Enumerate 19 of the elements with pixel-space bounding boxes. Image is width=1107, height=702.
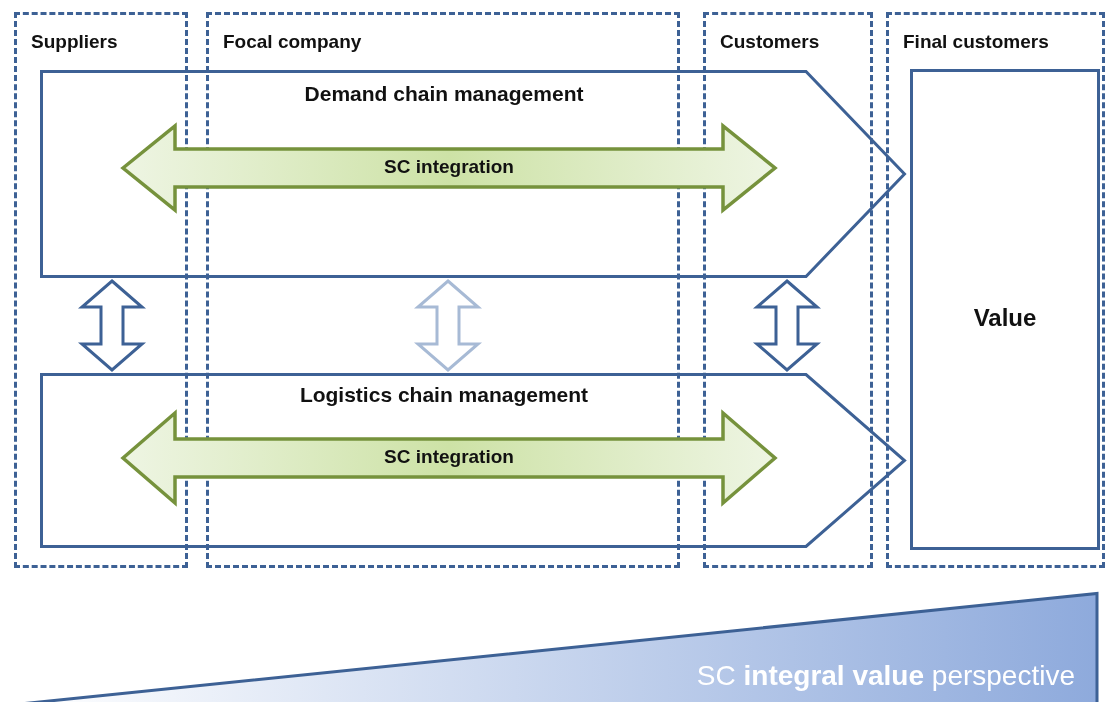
dashed-region	[886, 12, 1105, 568]
double-arrow-connector	[752, 279, 822, 372]
wedge-caption: SC integral value perspective	[696, 660, 1075, 692]
value-box	[910, 69, 1100, 550]
double-arrow	[120, 122, 778, 214]
double-arrow-connector	[77, 279, 147, 372]
edge-label: SC integration	[384, 446, 514, 468]
region-heading: Customers	[720, 31, 820, 53]
box-label: Value	[973, 304, 1037, 332]
chevron-band	[40, 373, 906, 548]
edge-label: SC integration	[384, 156, 514, 178]
double-arrow	[120, 409, 778, 507]
region-heading: Focal company	[223, 31, 362, 53]
region-heading: Suppliers	[31, 31, 118, 53]
chevron-band	[40, 70, 906, 278]
band-title: Demand chain management	[304, 82, 584, 106]
double-arrow-connector	[413, 279, 483, 372]
band-title: Logistics chain management	[299, 383, 589, 407]
region-heading: Final customers	[903, 31, 1049, 53]
